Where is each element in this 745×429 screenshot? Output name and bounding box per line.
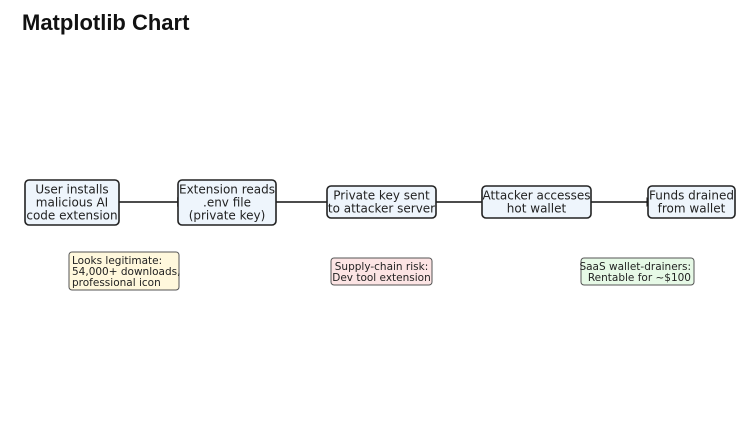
annotation-supply-chain: Supply-chain risk:Dev tool extension	[330, 257, 433, 286]
flow-node-label: .env file	[203, 196, 251, 210]
flow-node-read-env: Extension reads.env file(private key)	[177, 179, 277, 226]
flow-node-label: malicious AI	[36, 196, 108, 210]
annotation-label: professional icon	[72, 277, 161, 289]
flow-node-label: hot wallet	[507, 202, 567, 216]
flow-node-label: Private key sent	[333, 189, 430, 203]
annotation-label: Dev tool extension	[332, 272, 431, 284]
annotation-label: Supply-chain risk:	[335, 261, 428, 273]
flow-node-label: Extension reads	[179, 183, 275, 197]
annotation-legit: Looks legitimate:54,000+ downloads,profe…	[68, 251, 180, 291]
flow-node-label: from wallet	[658, 202, 726, 216]
flow-node-box	[481, 185, 592, 219]
annotation-label: SaaS wallet-drainers:	[579, 261, 691, 273]
annotation-box	[330, 257, 433, 286]
flow-node-label: code extension	[26, 209, 117, 223]
flow-node-label: Funds drained	[649, 189, 734, 203]
annotation-box	[580, 257, 695, 286]
flow-node-box	[326, 185, 437, 219]
annotation-saas: SaaS wallet-drainers:Rentable for ~$100	[579, 257, 695, 286]
flow-node-box	[647, 185, 736, 219]
flow-node-label: to attacker server	[328, 202, 435, 216]
annotation-label: 54,000+ downloads,	[72, 266, 180, 278]
flow-node-label: (private key)	[189, 209, 266, 223]
flow-node-box	[24, 179, 120, 226]
annotation-label: Rentable for ~$100	[588, 272, 691, 284]
flow-node-box	[177, 179, 277, 226]
flow-node-label: Attacker accesses	[482, 189, 590, 203]
page-title: Matplotlib Chart	[22, 10, 190, 35]
flow-node-label: User installs	[35, 183, 108, 197]
annotation-box	[68, 251, 180, 291]
annotation-label: Looks legitimate:	[72, 255, 162, 267]
